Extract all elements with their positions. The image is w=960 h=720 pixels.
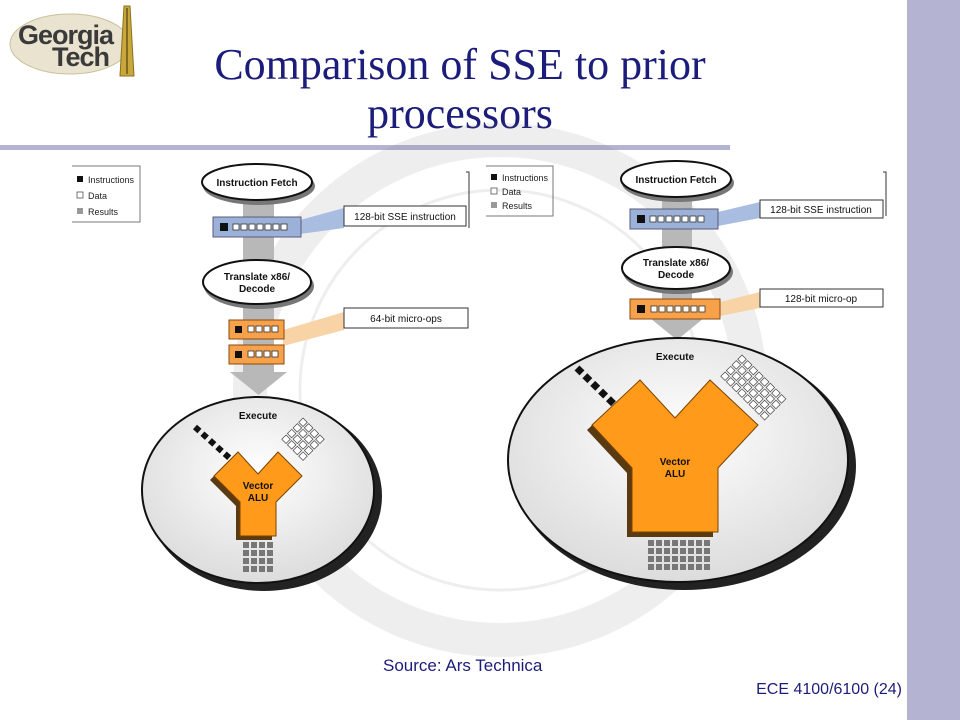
right-diagram: Instructions Data Results Instruction Fe… [486,160,887,590]
logo-shape [9,5,135,77]
left-microop-1 [228,319,285,340]
legend-right: Instructions Data Results [486,165,554,217]
legend-instructions-label: Instructions [88,175,135,185]
legend-right-results-swatch [491,202,497,208]
right-microop [629,298,721,320]
right-vector-alu [591,379,759,533]
left-decode-label-2: Decode [239,284,276,295]
slide-footer: ECE 4100/6100 (24) [756,681,902,698]
left-results-grid [243,542,273,572]
left-vector-alu [213,451,303,537]
left-sse-callout-label: 128-bit SSE instruction [354,212,456,223]
right-alu-label-1: Vector [660,457,691,468]
left-instruction-stream [192,424,238,466]
logo-word-tech: Tech [52,42,110,72]
sidebar-band [907,0,960,720]
right-alu-label-2: ALU [665,469,686,480]
right-execute-label: Execute [656,352,695,363]
left-microops-callout-label: 64-bit micro-ops [370,314,442,325]
right-microop-callout [759,288,884,308]
right-microop-callout-label: 128-bit micro-op [785,294,858,305]
legend-right-instructions-swatch [491,174,497,180]
page-title: Comparison of SSE to prior processors [214,40,706,139]
legend-results-swatch [77,208,83,214]
legend-instructions-swatch [77,176,83,182]
legend-right-data-swatch [490,187,498,195]
right-results-grid [648,540,710,570]
legend-data-label: Data [88,191,107,201]
left-microops-callout-wedge [283,312,344,346]
right-data-grid [720,354,787,421]
right-decode-label-2: Decode [658,270,695,281]
left-microop-2 [228,344,285,365]
left-sse-callout [343,205,467,227]
legend-left: Instructions Data Results [72,165,141,223]
right-decode-label-1: Translate x86/ [643,258,709,269]
left-decode-label-1: Translate x86/ [224,272,290,283]
right-microop-callout-wedge [720,292,760,316]
legend-right-results-label: Results [502,201,533,211]
left-alu-label-2: ALU [248,493,269,504]
right-fetch-stage [620,160,732,198]
title-divider [0,145,730,150]
legend-results-label: Results [88,207,119,217]
left-fetch-label: Instruction Fetch [216,178,297,189]
georgia-tech-logo: Georgia Tech [8,4,140,78]
right-fetch-label: Instruction Fetch [635,175,716,186]
left-decode-stage [202,259,312,305]
legend-right-instructions-label: Instructions [502,173,549,183]
left-sse-callout-wedge [300,208,344,234]
legend-right-data-label: Data [502,187,521,197]
logo-word-georgia: Georgia [18,20,114,50]
legend-data-swatch [76,191,84,199]
left-data-grid [281,417,325,461]
left-diagram: Instructions Data Results Instruction Fe… [72,163,470,591]
right-sse-callout-label: 128-bit SSE instruction [770,205,872,216]
right-decode-stage [621,246,731,290]
left-alu-label-1: Vector [243,481,274,492]
source-credit: Source: Ars Technica [383,656,543,675]
left-execute-label: Execute [239,411,278,422]
left-fetch-stage [201,163,313,201]
right-sse-callout-wedge [718,202,760,226]
right-sse-callout [759,199,884,219]
left-microops-callout [343,307,469,329]
